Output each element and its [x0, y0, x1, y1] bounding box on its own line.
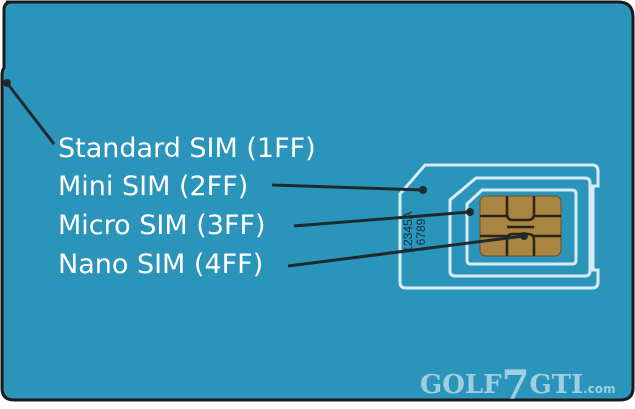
leader-nano — [287, 234, 525, 268]
leader-micro — [293, 210, 471, 228]
dot-mini — [419, 186, 427, 194]
mini-sim-outline — [398, 163, 600, 290]
serial-number: 12345A 6789 — [401, 202, 428, 262]
dot-micro — [466, 208, 474, 216]
nano-sim-outline — [465, 188, 578, 266]
leader-standard — [5, 82, 56, 145]
dot-standard — [3, 79, 11, 87]
watermark-seven: 7 — [501, 362, 530, 409]
watermark-logo: GOLF7GTI.com — [420, 356, 616, 409]
leader-lines — [5, 82, 525, 268]
serial-line-2: 6789 — [414, 218, 428, 246]
watermark-part-2: GTI — [529, 370, 584, 400]
sim-chip — [479, 195, 562, 257]
leader-dots — [3, 79, 528, 240]
leader-mini — [271, 183, 424, 192]
label-nano-sim: Nano SIM (4FF) — [58, 249, 264, 280]
label-micro-sim: Micro SIM (3FF) — [58, 210, 266, 241]
micro-sim-outline — [448, 176, 592, 278]
watermark-suffix: .com — [583, 382, 616, 396]
dot-nano — [520, 232, 528, 240]
watermark-part-1: GOLF — [420, 370, 502, 400]
label-mini-sim: Mini SIM (2FF) — [58, 171, 249, 202]
label-standard-sim: Standard SIM (1FF) — [58, 133, 316, 164]
